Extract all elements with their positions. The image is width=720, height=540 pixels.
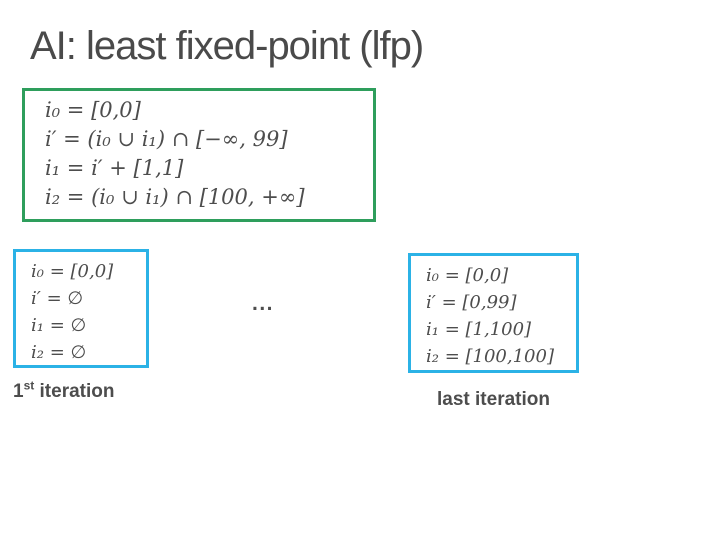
equation-line: i₁ = [1,100] xyxy=(426,319,532,340)
equation-line: i₁ = i′ + [1,1] xyxy=(45,156,184,180)
last-iteration-box: i₀ = [0,0] i′ = [0,99] i₁ = [1,100] i₂ =… xyxy=(408,253,579,373)
equation-line: i₂ = (i₀ ∪ i₁) ∩ [100, +∞] xyxy=(45,185,305,209)
program-equations-box: i₀ = [0,0] i′ = (i₀ ∪ i₁) ∩ [−∞, 99] i₁ … xyxy=(22,88,376,222)
equation-line: i′ = [0,99] xyxy=(426,292,517,313)
caption-text: iteration xyxy=(34,381,115,402)
caption-ordinal: st xyxy=(23,378,35,393)
equation-line: i₀ = [0,0] xyxy=(45,98,141,122)
caption-number: 1 xyxy=(13,381,24,402)
equation-line: i₀ = [0,0] xyxy=(426,265,509,286)
first-iteration-caption: 1st iteration xyxy=(13,378,115,403)
equation-line: i₀ = [0,0] xyxy=(31,261,114,282)
equation-line: i′ = ∅ xyxy=(31,288,84,309)
equation-line: i₁ = ∅ xyxy=(31,315,87,336)
slide-title: AI: least fixed-point (lfp) xyxy=(30,24,424,68)
equation-line: i₂ = ∅ xyxy=(31,342,87,363)
ellipsis-between-iterations: ... xyxy=(252,292,275,315)
equation-line: i₂ = [100,100] xyxy=(426,346,554,367)
equation-line: i′ = (i₀ ∪ i₁) ∩ [−∞, 99] xyxy=(45,127,288,151)
first-iteration-box: i₀ = [0,0] i′ = ∅ i₁ = ∅ i₂ = ∅ xyxy=(13,249,149,368)
last-iteration-caption: last iteration xyxy=(437,389,550,410)
